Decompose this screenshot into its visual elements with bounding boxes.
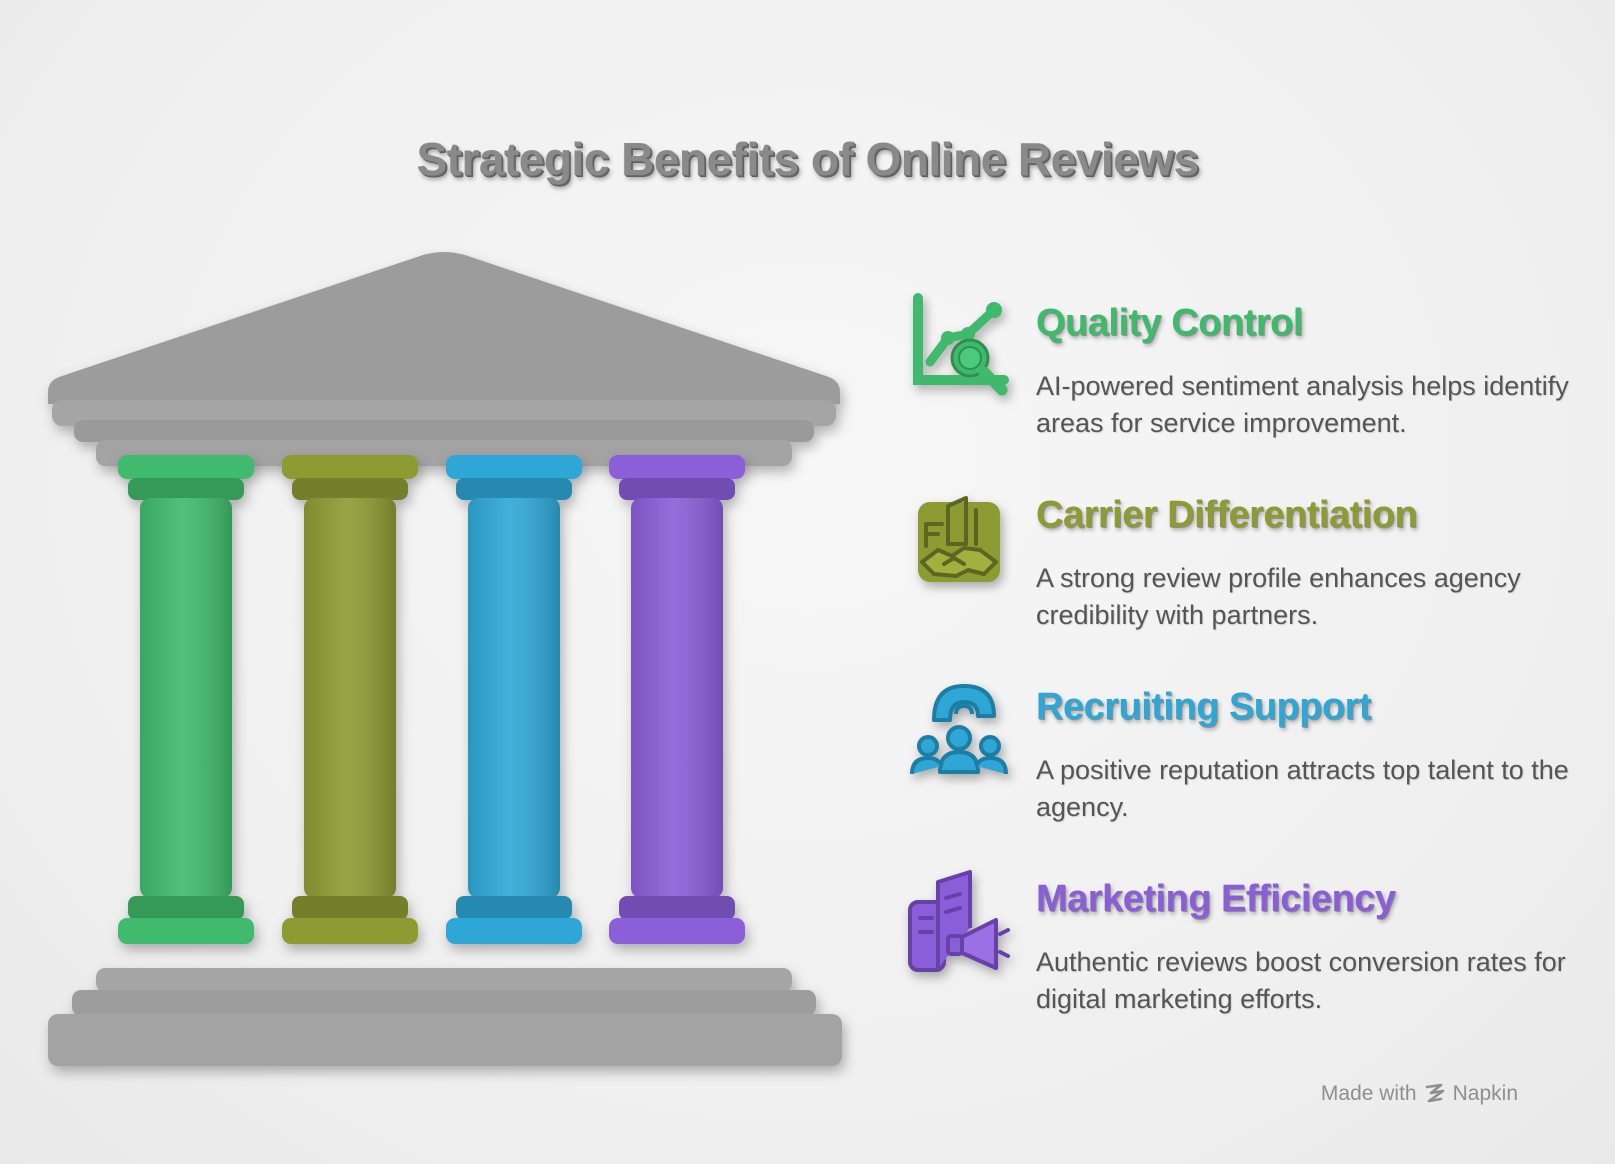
pillar-base: [619, 896, 735, 920]
footer-brand: Napkin: [1452, 1082, 1518, 1105]
temple-diagram: [48, 252, 842, 1066]
benefit-heading: Recruiting Support: [1036, 686, 1372, 728]
pillar-capital-top: [282, 455, 418, 479]
pillar-base: [128, 896, 244, 920]
pillar-1: [118, 455, 254, 944]
pillar-capital-top: [118, 455, 254, 479]
temple-roof: [48, 252, 840, 466]
pillar-capital-top: [446, 455, 582, 479]
megaphone-buildings-icon: [908, 870, 1010, 972]
pillar-shaft-shade: [631, 498, 723, 898]
pillar-shaft-shade: [140, 498, 232, 898]
pillar-4: [609, 455, 745, 944]
benefit-quality-control: Quality Control AI-powered sentiment ana…: [904, 292, 1584, 442]
pillar-capital: [619, 478, 735, 500]
pillar-capital-top: [609, 455, 745, 479]
napkin-logo-icon: [1425, 1083, 1444, 1103]
pillar-shaft-shade: [468, 498, 560, 898]
benefit-heading: Carrier Differentiation: [1036, 494, 1418, 536]
pillar-2: [282, 455, 418, 944]
benefit-heading: Marketing Efficiency: [1036, 878, 1396, 920]
pillar-capital: [128, 478, 244, 500]
benefit-description: A positive reputation attracts top talen…: [1036, 755, 1569, 822]
benefit-recruiting-support: Recruiting Support A positive reputation…: [904, 676, 1584, 826]
pillar-plinth: [609, 918, 745, 944]
benefit-carrier-differentiation: Carrier Differentiation A strong review …: [904, 484, 1584, 634]
benefit-heading: Quality Control: [1036, 302, 1303, 344]
pillar-shaft-shade: [304, 498, 396, 898]
pillar-3: [446, 455, 582, 944]
pillar-plinth: [446, 918, 582, 944]
temple-base: [48, 968, 842, 1066]
pillars-group: [118, 455, 745, 944]
made-with-footer[interactable]: Made with Napkin: [1321, 1082, 1518, 1106]
benefit-marketing-efficiency: Marketing Efficiency Authentic reviews b…: [904, 868, 1584, 1018]
pillar-base: [292, 896, 408, 920]
footer-prefix: Made with: [1320, 1082, 1417, 1105]
chart-magnifier-icon: [913, 293, 1009, 396]
benefit-description: Authentic reviews boost conversion rates…: [1036, 947, 1566, 1014]
pillar-base: [456, 896, 572, 920]
pillar-plinth: [118, 918, 254, 944]
benefit-description: AI-powered sentiment analysis helps iden…: [1036, 371, 1569, 438]
diagram-title: Strategic Benefits of Online Reviews: [416, 133, 1199, 185]
pillar-capital: [292, 478, 408, 500]
pillar-plinth: [282, 918, 418, 944]
benefit-description: A strong review profile enhances agency …: [1036, 563, 1521, 630]
handshake-buildings-icon: [918, 496, 1000, 582]
pillar-capital: [456, 478, 572, 500]
people-magnet-icon: [910, 684, 1008, 775]
